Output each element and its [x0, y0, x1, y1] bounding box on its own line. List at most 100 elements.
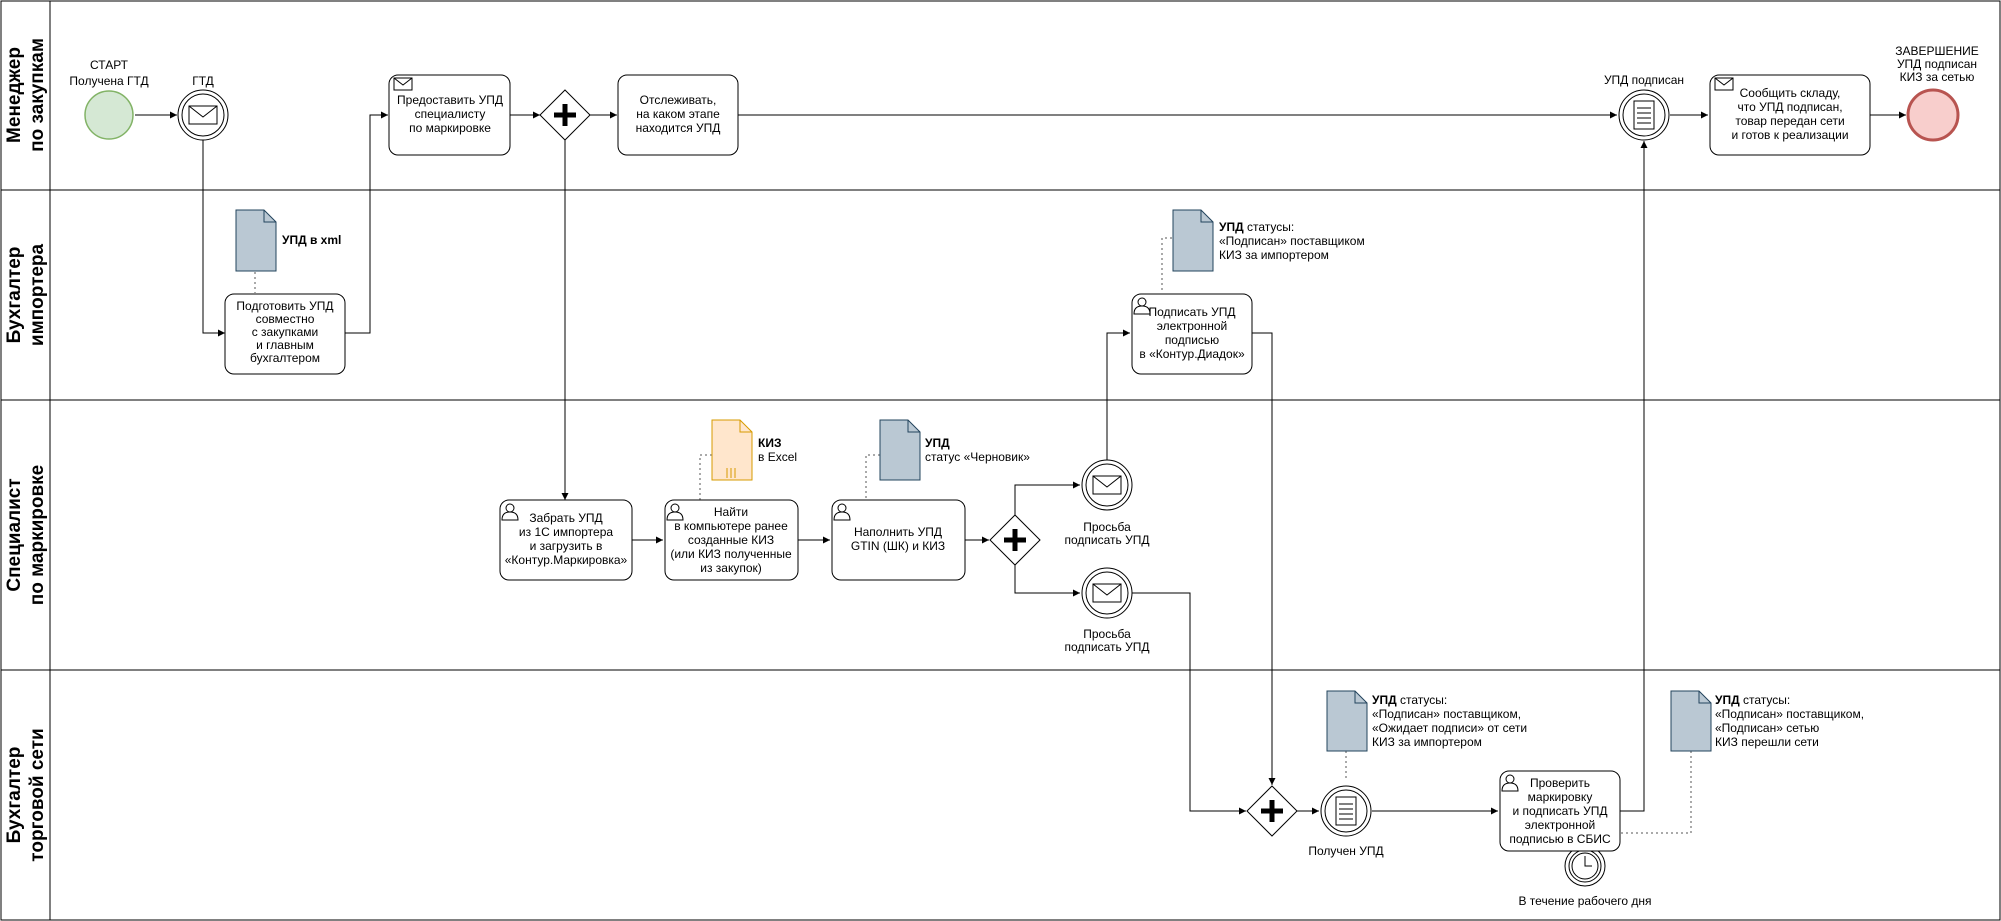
task-label: из закупок)	[700, 561, 762, 575]
task-label: в компьютере ранее	[674, 519, 788, 533]
end-event: ЗАВЕРШЕНИЕ УПД подписан КИЗ за сетью	[1895, 44, 1979, 142]
lane-title-line: Бухгалтер	[4, 747, 25, 844]
timer-boundary-event: В течение рабочего дня	[1518, 845, 1652, 908]
upd-signed-label: УПД подписан	[1604, 73, 1684, 87]
task-label: маркировку	[1528, 790, 1593, 804]
msg-request-event-2: Просьба подписать УПД	[1065, 567, 1150, 654]
task-label: в «Контур.Диадок»	[1139, 347, 1245, 361]
start-circle	[84, 90, 134, 140]
assoc-draft	[865, 454, 880, 500]
document-icon	[1172, 209, 1214, 272]
task-prepare-upd: Подготовить УПД совместно с закупками и …	[224, 293, 346, 375]
task-label: Сообщить складу,	[1740, 86, 1841, 100]
upd-received-event: Получен УПД	[1308, 785, 1384, 858]
task-label: «Контур.Маркировка»	[505, 553, 628, 567]
user-icon	[666, 503, 684, 521]
document-icon	[1670, 690, 1712, 752]
flow-sign-join	[1252, 332, 1276, 785]
task-check-sign: Проверить маркировку и подписать УПД эле…	[1499, 770, 1621, 852]
gtd-message-event: ГТД	[177, 74, 229, 141]
gtd-label: ГТД	[192, 74, 214, 88]
task-label: и главным	[256, 338, 314, 352]
data-object-upd-status-1: УПД статусы: «Подписан» поставщиком КИЗ …	[1172, 209, 1365, 272]
doc-text: «Подписан» поставщиком	[1219, 234, 1365, 248]
flow-msg1-sign	[1106, 329, 1130, 460]
data-object-upd-status-3: УПД статусы: «Подписан» поставщиком, «По…	[1670, 690, 1864, 752]
lane-title-line: Бухгалтер	[4, 247, 25, 344]
task-provide-upd: Предоставить УПД специалисту по маркиров…	[388, 74, 511, 156]
lane-title-line: Менеджер	[4, 47, 25, 143]
msg-label: подписать УПД	[1065, 533, 1150, 547]
upd-signed-event: УПД подписан	[1604, 73, 1684, 141]
assoc-status1	[1161, 237, 1172, 293]
doc-title: УПД в xml	[282, 233, 341, 247]
task-label: с закупками	[252, 325, 319, 339]
task-label: Забрать УПД	[529, 511, 602, 525]
lane-title-line: по закупкам	[27, 38, 48, 152]
data-object-upd-xml: УПД в xml	[235, 209, 341, 272]
flow-gtd-prepare	[202, 140, 225, 337]
doc-text: статусы:	[1740, 693, 1791, 707]
task-label: по маркировке	[409, 121, 491, 135]
task-label: электронной	[1525, 818, 1595, 832]
parallel-plus-icon	[1261, 800, 1283, 822]
task-label: электронной	[1157, 319, 1227, 333]
msg-request-event-1: Просьба подписать УПД	[1065, 459, 1150, 547]
document-list-icon	[1633, 100, 1655, 130]
timer-label: В течение рабочего дня	[1518, 894, 1651, 908]
parallel-gateway-1	[539, 89, 591, 141]
user-icon	[501, 503, 519, 521]
task-label: подписью в СБИС	[1509, 832, 1611, 846]
msg-label: Просьба	[1083, 627, 1131, 641]
lane-retail-accountant-title: Бухгалтер торговой сети	[4, 728, 48, 861]
task-label: Подписать УПД	[1148, 305, 1235, 319]
lane-title-line: по маркировке	[27, 465, 48, 606]
doc-title: КИЗ	[758, 436, 781, 450]
doc-text: «Подписан» поставщиком,	[1715, 707, 1864, 721]
data-object-upd-status-2: УПД статусы: «Подписан» поставщиком, «Ож…	[1326, 690, 1527, 752]
flow-msg2-join	[1132, 592, 1246, 815]
task-fill-upd: Наполнить УПД GTIN (ШК) и КИЗ	[831, 499, 966, 581]
flow-prepare-provide	[345, 111, 388, 334]
doc-title: УПД	[1372, 693, 1397, 707]
task-label: и подписать УПД	[1512, 804, 1607, 818]
end-label: ЗАВЕРШЕНИЕ	[1895, 44, 1979, 58]
task-sign-diadoc: Подписать УПД электронной подписью в «Ко…	[1131, 293, 1253, 375]
task-label: Предоставить УПД	[397, 93, 503, 107]
task-label: на каком этапе	[636, 107, 720, 121]
doc-text: статусы:	[1244, 220, 1295, 234]
data-object-upd-draft: УПД статус «Черновик»	[879, 419, 1030, 481]
user-icon	[833, 503, 851, 521]
lane-title-line: импортера	[27, 243, 48, 346]
svg-text:УПД статусы:: УПД статусы:	[1715, 693, 1790, 707]
msg-label: Просьба	[1083, 520, 1131, 534]
doc-title: УПД	[925, 436, 950, 450]
user-icon	[1133, 297, 1151, 315]
end-label: УПД подписан	[1897, 57, 1977, 71]
task-label: из 1С импортера	[519, 525, 613, 539]
spreadsheet-icon	[711, 419, 753, 481]
doc-text: «Ожидает подписи» от сети	[1372, 721, 1527, 735]
doc-text: КИЗ за импортером	[1219, 248, 1329, 262]
task-label: подписью	[1165, 333, 1219, 347]
user-icon	[1501, 774, 1519, 792]
document-list-icon	[1335, 796, 1357, 826]
flow-check-signed	[1620, 141, 1648, 812]
task-label: товар передан сети	[1735, 114, 1844, 128]
parallel-gateway-3	[1246, 785, 1298, 837]
envelope-icon	[1092, 583, 1122, 603]
document-icon	[879, 419, 921, 481]
task-label: находится УПД	[636, 121, 721, 135]
envelope-icon	[393, 77, 413, 91]
doc-text: КИЗ перешли сети	[1715, 735, 1819, 749]
end-circle	[1906, 88, 1960, 142]
envelope-icon	[188, 105, 218, 125]
envelope-icon	[1714, 77, 1734, 91]
task-take-upd: Забрать УПД из 1С импортера и загрузить …	[499, 499, 633, 581]
msg-label: подписать УПД	[1065, 640, 1150, 654]
task-label: что УПД подписан,	[1737, 100, 1842, 114]
data-object-kiz-excel: КИЗ в Excel	[711, 419, 797, 481]
doc-text: статусы:	[1397, 693, 1448, 707]
task-label: и загрузить в	[530, 539, 603, 553]
